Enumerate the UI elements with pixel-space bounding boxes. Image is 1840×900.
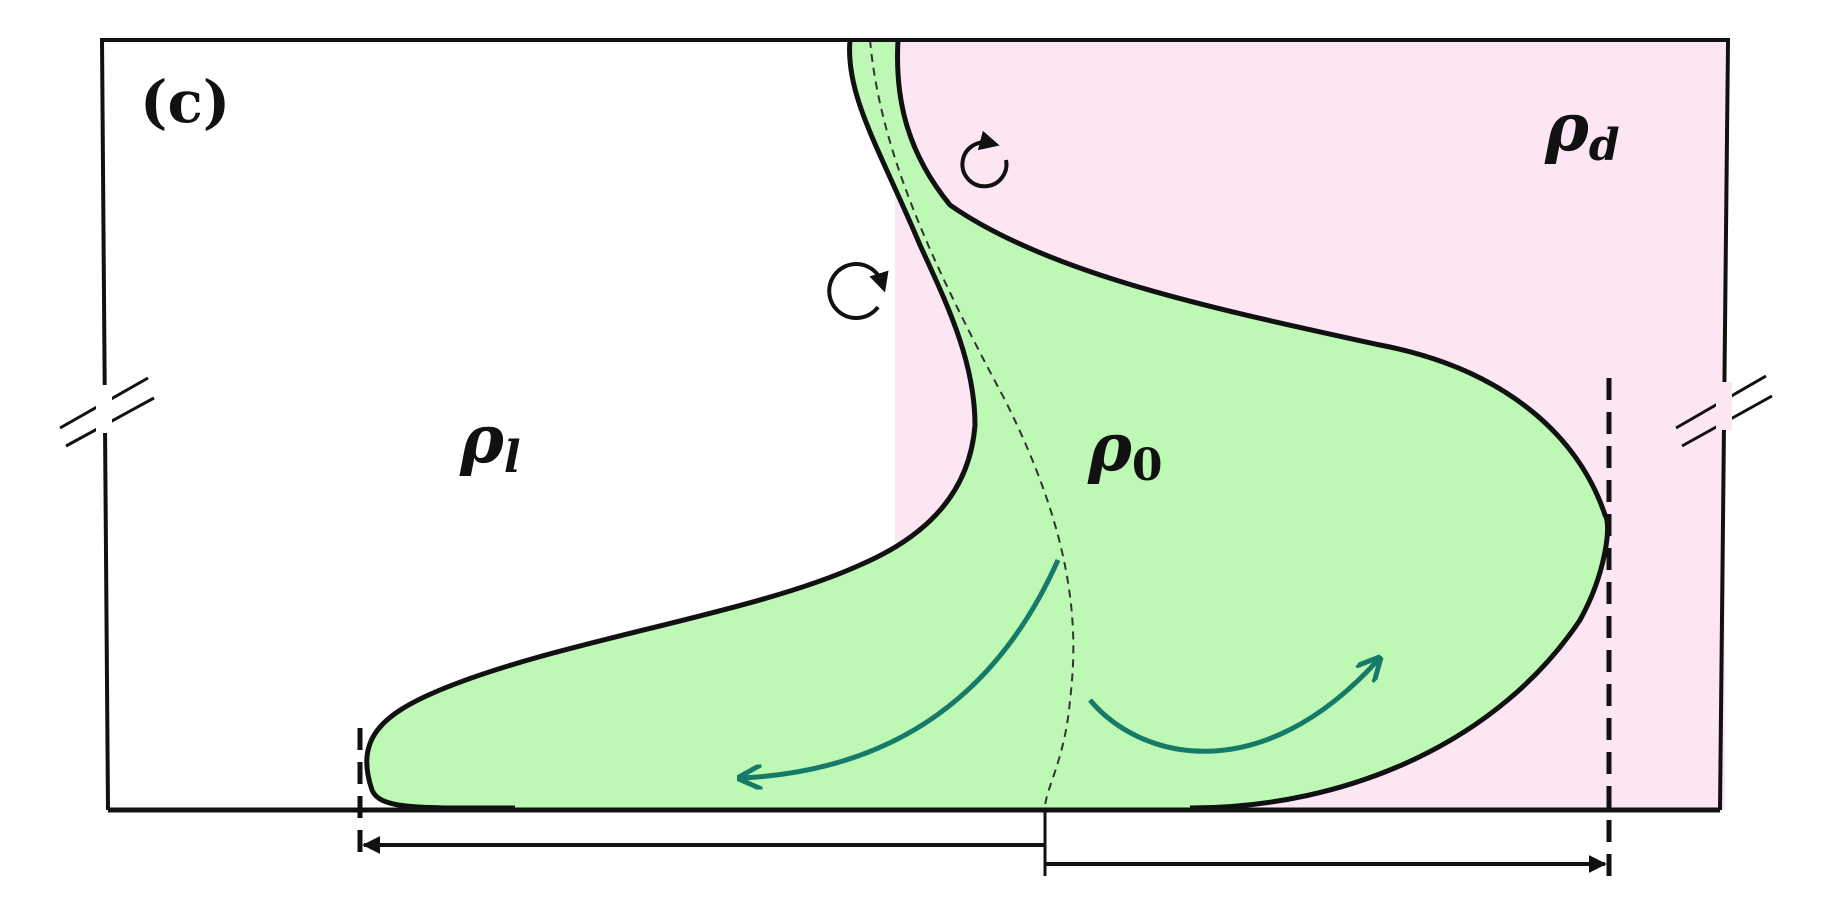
label-rho-0: ρ0 xyxy=(1087,408,1163,491)
interface-outline-left xyxy=(364,39,978,811)
rho-0-symbol: ρ xyxy=(1087,408,1133,486)
rho-l-symbol: ρ xyxy=(459,400,505,478)
right-break-gap xyxy=(1716,382,1732,430)
counterclockwise-rotation-icon xyxy=(960,130,1009,189)
left-break-gap xyxy=(96,385,112,433)
rho-d-subscript: d xyxy=(1589,120,1620,171)
rho-l-subscript: l xyxy=(504,432,521,483)
dashed-centerline xyxy=(869,39,1075,809)
label-rho-l: ρl xyxy=(459,400,521,483)
rho-0-subscript: 0 xyxy=(1132,440,1163,491)
leftward-flow-arrow xyxy=(742,558,1061,778)
interface-outline-right xyxy=(895,39,1611,811)
rightward-flow-arrow xyxy=(1088,660,1378,754)
rho-d-symbol: ρ xyxy=(1544,88,1590,166)
middle-fluid-body xyxy=(366,40,1608,809)
label-rho-d: ρd xyxy=(1544,88,1620,171)
clockwise-rotation-icon xyxy=(827,262,889,321)
panel-label: (c) xyxy=(140,68,230,136)
